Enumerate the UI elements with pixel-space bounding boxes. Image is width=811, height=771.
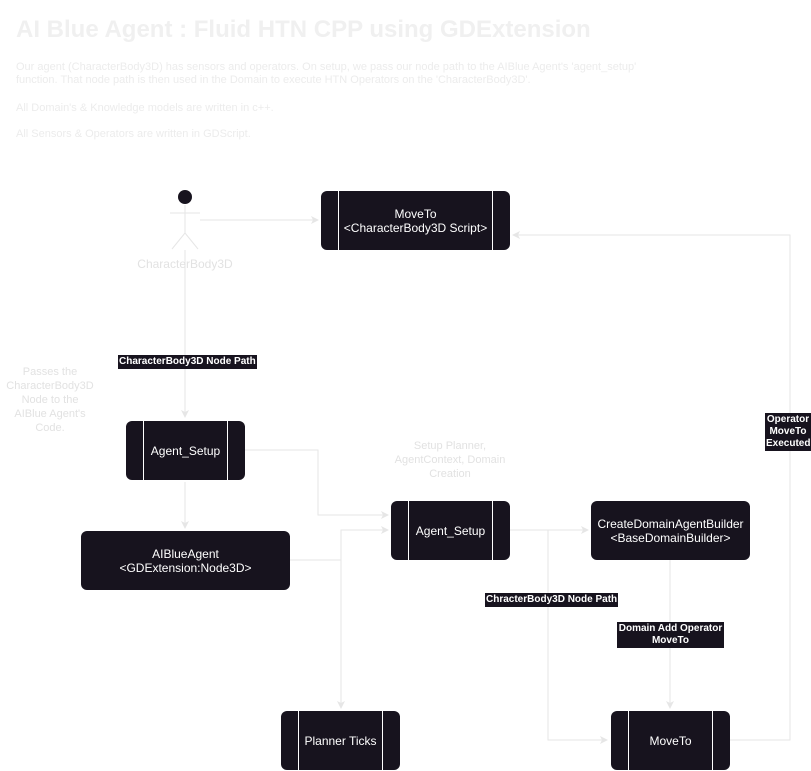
intro-text-line-2: function. That node path is then used in…	[16, 74, 531, 86]
moveto-script-label: MoveTo <CharacterBody3D Script>	[343, 206, 488, 235]
note-setup-planner: Setup Planner, AgentContext, Domain Crea…	[394, 440, 506, 480]
edge-mid-to-moveto-bottom	[525, 529, 608, 744]
edge-label-chracter-node-path: ChracterBody3D Node Path	[485, 593, 619, 607]
actor-label: CharacterBody3D	[137, 257, 233, 271]
edge-label-operator-executed: Operator MoveTo Executed	[765, 413, 811, 451]
create-domain-node[interactable]: CreateDomainAgentBuilder <BaseDomainBuil…	[591, 501, 750, 560]
cpp-note: All Domain's & Knowledge models are writ…	[16, 102, 274, 114]
aiblue-agent-label: AIBlueAgent <GDExtension:Node3D>	[119, 546, 252, 575]
gdscript-note: All Sensors & Operators are written in G…	[16, 128, 251, 140]
note-passes-node: Passes the CharacterBody3D Node to the A…	[6, 366, 94, 434]
diagram-title: AI Blue Agent : Fluid HTN CPP using GDEx…	[16, 16, 591, 43]
aiblue-agent-node[interactable]: AIBlueAgent <GDExtension:Node3D>	[81, 531, 290, 590]
edge-agent-setup-left-to-mid	[245, 449, 389, 519]
planner-ticks-node[interactable]: Planner Ticks	[281, 711, 400, 770]
agent-setup-left-label: Agent_Setup	[150, 443, 221, 458]
planner-ticks-label: Planner Ticks	[304, 733, 377, 748]
character-actor-icon[interactable]	[170, 189, 202, 258]
intro-text-line-1: Our agent (CharacterBody3D) has sensors …	[16, 61, 637, 73]
edge-label-node-path: CharacterBody3D Node Path	[118, 355, 257, 369]
moveto-script-node[interactable]: MoveTo <CharacterBody3D Script>	[321, 191, 510, 250]
create-domain-label: CreateDomainAgentBuilder <BaseDomainBuil…	[597, 516, 744, 545]
agent-setup-mid-node[interactable]: Agent_Setup	[391, 501, 510, 560]
agent-setup-mid-label: Agent_Setup	[415, 523, 486, 538]
moveto-bottom-node[interactable]: MoveTo	[611, 711, 730, 770]
edge-aiblue-to-planner	[290, 526, 389, 561]
agent-setup-left-node[interactable]: Agent_Setup	[126, 421, 245, 480]
moveto-bottom-label: MoveTo	[649, 733, 692, 748]
edge-moveto-back-to-script	[512, 231, 791, 741]
edge-label-domain-add-operator: Domain Add Operator MoveTo	[617, 622, 724, 648]
